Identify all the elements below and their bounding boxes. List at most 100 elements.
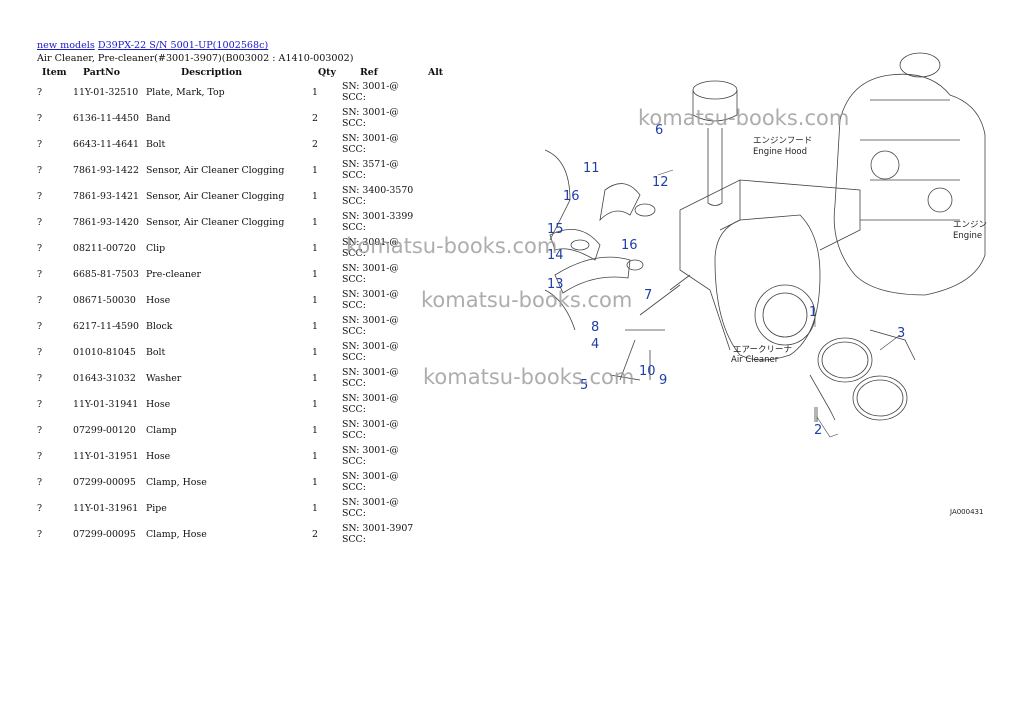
header-description: Description — [181, 67, 243, 78]
cell-partno: 11Y-01-31951 — [73, 450, 139, 462]
cell-partno: 7861-93-1421 — [73, 190, 139, 202]
cell-item: ? — [37, 346, 43, 358]
cell-qty: 2 — [312, 138, 318, 150]
callout-14: 14 — [547, 248, 564, 263]
cell-ref: SN: 3001-@SCC: — [336, 131, 428, 157]
cell-description: Pipe — [146, 502, 167, 514]
cell-description: Bolt — [146, 138, 166, 150]
cell-description: Clamp, Hose — [146, 476, 207, 488]
cell-qty: 1 — [312, 242, 318, 254]
cell-ref-scc: SCC: — [341, 248, 366, 259]
cell-ref-sn: SN: 3001-@ — [341, 367, 399, 378]
cell-partno: 08671-50030 — [73, 294, 136, 306]
cell-partno: 11Y-01-32510 — [73, 86, 139, 98]
cell-ref: SN: 3001-@SCC: — [336, 339, 428, 365]
table-row: ? 08671-50030 Hose 1 SN: 3001-@SCC: — [37, 287, 448, 313]
cell-ref: SN: 3001-@SCC: — [336, 287, 428, 313]
cell-alt — [428, 443, 448, 469]
cell-partno: 08211-00720 — [73, 242, 136, 254]
breadcrumb-link-new-models[interactable]: new models — [37, 40, 95, 51]
cell-ref-scc: SCC: — [341, 456, 366, 467]
band-upper — [817, 337, 873, 383]
label-engine-hood-jp: エンジンフード — [753, 136, 812, 146]
cell-partno: 11Y-01-31961 — [73, 502, 139, 514]
cell-ref-sn: SN: 3571-@ — [341, 159, 399, 170]
callout-15: 15 — [547, 222, 564, 237]
engine-top-cylinder — [899, 52, 941, 78]
cell-ref-scc: SCC: — [341, 300, 366, 311]
pre-cleaner-cap — [692, 80, 738, 100]
cell-item: ? — [37, 294, 43, 306]
cell-partno: 07299-00120 — [73, 424, 136, 436]
cell-item: ? — [37, 320, 43, 332]
cell-item: ? — [37, 450, 43, 462]
sensor-assembly — [609, 329, 665, 381]
cell-ref: SN: 3001-@SCC: — [336, 105, 428, 131]
cell-partno: 01643-31032 — [73, 372, 136, 384]
air-cleaner-body — [714, 214, 821, 361]
callout-9: 9 — [659, 373, 667, 388]
cell-ref-scc: SCC: — [341, 92, 366, 103]
cell-item: ? — [37, 86, 43, 98]
callout-12: 12 — [652, 175, 669, 190]
cell-description: Hose — [146, 398, 171, 410]
table-header-row: Item PartNo Description Qty Ref Alt — [37, 66, 448, 79]
cell-qty: 1 — [312, 320, 318, 332]
cell-ref-sn: SN: 3001-@ — [341, 107, 399, 118]
cell-ref: SN: 3001-@SCC: — [336, 365, 428, 391]
cell-ref-sn: SN: 3001-@ — [341, 497, 399, 508]
diagram-svg: 6 11 12 16 15 16 14 13 7 1 3 8 4 10 9 5 … — [544, 52, 987, 516]
cell-item: ? — [37, 138, 43, 150]
cell-partno: 11Y-01-31941 — [73, 398, 139, 410]
label-air-cleaner-en: Air Cleaner — [731, 355, 779, 365]
cell-ref-scc: SCC: — [341, 144, 366, 155]
breadcrumb-link-model[interactable]: D39PX-22 S/N 5001-UP(1002568c) — [97, 40, 269, 51]
hose-15 — [549, 228, 601, 261]
cell-alt — [428, 105, 448, 131]
cell-alt — [428, 339, 448, 365]
cell-partno: 7861-93-1422 — [73, 164, 139, 176]
cell-qty: 1 — [312, 164, 318, 176]
callout-16a: 16 — [563, 189, 580, 204]
cell-qty: 1 — [312, 346, 318, 358]
cell-ref-sn: SN: 3001-@ — [341, 315, 399, 326]
engine-hood-frame — [679, 179, 861, 351]
cell-ref: SN: 3001-@SCC: — [336, 469, 428, 495]
cell-alt — [428, 183, 448, 209]
page-subtitle: Air Cleaner, Pre-cleaner(#3001-3907)(B00… — [37, 53, 354, 64]
cell-ref: SN: 3001-@SCC: — [336, 417, 428, 443]
figure-code: JA000431 — [949, 508, 983, 516]
cell-item: ? — [37, 164, 43, 176]
cell-ref-sn: SN: 3001-@ — [341, 419, 399, 430]
cell-ref-scc: SCC: — [341, 118, 366, 129]
cell-qty: 1 — [312, 268, 318, 280]
cell-description: Washer — [146, 372, 182, 384]
header-partno: PartNo — [83, 67, 120, 78]
cell-ref: SN: 3571-@SCC: — [336, 157, 428, 183]
watermark-1: komatsu-books.com — [638, 106, 850, 130]
cell-qty: 1 — [312, 294, 318, 306]
cell-ref-scc: SCC: — [341, 326, 366, 337]
cell-alt — [428, 469, 448, 495]
watermark-2: komatsu-books.com — [346, 234, 558, 258]
cell-ref: SN: 3001-@SCC: — [336, 443, 428, 469]
cell-qty: 2 — [312, 112, 318, 124]
cell-alt — [428, 521, 448, 547]
cell-description: Hose — [146, 294, 171, 306]
header-item: Item — [42, 67, 67, 78]
cell-ref-scc: SCC: — [341, 274, 366, 285]
cell-ref-sn: SN: 3001-@ — [341, 133, 399, 144]
cell-ref: SN: 3001-@SCC: — [336, 391, 428, 417]
parts-table: Item PartNo Description Qty Ref Alt ? 11Y… — [37, 66, 448, 547]
cell-description: Sensor, Air Cleaner Clogging — [146, 216, 285, 228]
cell-item: ? — [37, 476, 43, 488]
